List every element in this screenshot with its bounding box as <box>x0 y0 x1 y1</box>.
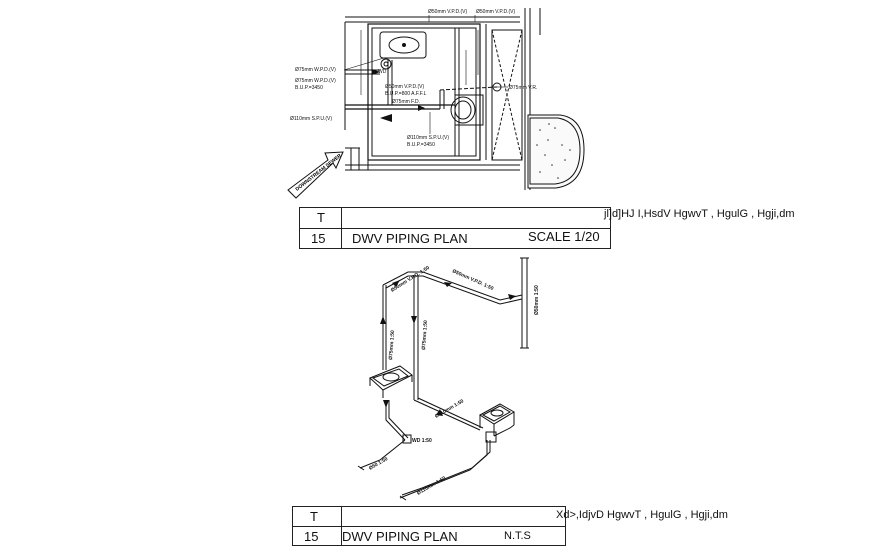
tb1-ref: T <box>317 210 325 225</box>
label-bulp-mid: B.U.P.=800 A.F.F.L <box>385 91 427 97</box>
tb2-scale: N.T.S <box>504 530 531 542</box>
label-vpd-right: Ø75mm V.R. <box>509 85 537 91</box>
iso-label-i: Ø110mm 1:50 <box>416 475 447 496</box>
label-wd: WD <box>378 69 387 75</box>
tb2-title: DWV PIPING PLAN <box>342 529 458 544</box>
label-bulp-left: B.U.P.=3450 <box>295 85 323 91</box>
iso-label-a: Ø50mm V.P.D. 1:50 <box>390 265 431 294</box>
tb2-ref: T <box>310 509 318 524</box>
tb2-note: Xd>,IdjvD HgwvT , HgulG , Hgji,dm <box>556 509 728 521</box>
label-spu-left: Ø110mm S.P.U.(V) <box>290 116 332 122</box>
tb1-scale: SCALE 1/20 <box>528 229 600 244</box>
tb1-number: 15 <box>311 231 326 246</box>
iso-label-e: Ø50mm 1:50 <box>534 285 540 315</box>
label-vpd-left-b: Ø75mm W.P.D.(V) <box>295 78 336 84</box>
label-vpd-top-b: Ø50mm V.P.D.(V) <box>476 9 516 15</box>
tb1-note: jl]d]HJ I,HsdV HgwvT , HgulG , Hgji,dm <box>604 208 795 220</box>
title-block-1: T 15 DWV PIPING PLAN SCALE 1/20 <box>299 207 611 249</box>
label-bulp-bottom: B.U.P.=3450 <box>407 142 435 148</box>
tb2-number: 15 <box>304 529 319 544</box>
iso-label-h: WD 1:50 <box>412 438 432 444</box>
iso-label-g: Ø50 1:50 <box>368 456 389 472</box>
label-spu-bottom: Ø110mm S.P.U.(V) <box>407 135 449 141</box>
title-block-2: T 15 DWV PIPING PLAN N.T.S <box>292 506 566 546</box>
iso-label-d: Ø75mm 1:50 <box>421 320 429 350</box>
label-vpd-mid: Ø50mm V.P.D.(V) <box>385 84 425 90</box>
iso-label-c: Ø75mm 1:50 <box>388 330 396 360</box>
label-vpd-top-a: Ø50mm V.P.D.(V) <box>428 9 468 15</box>
label-vpd-left-a: Ø75mm W.P.D.(V) <box>295 67 336 73</box>
tb1-title: DWV PIPING PLAN <box>352 231 468 246</box>
label-fd: Ø75mm F.D. <box>392 99 420 105</box>
